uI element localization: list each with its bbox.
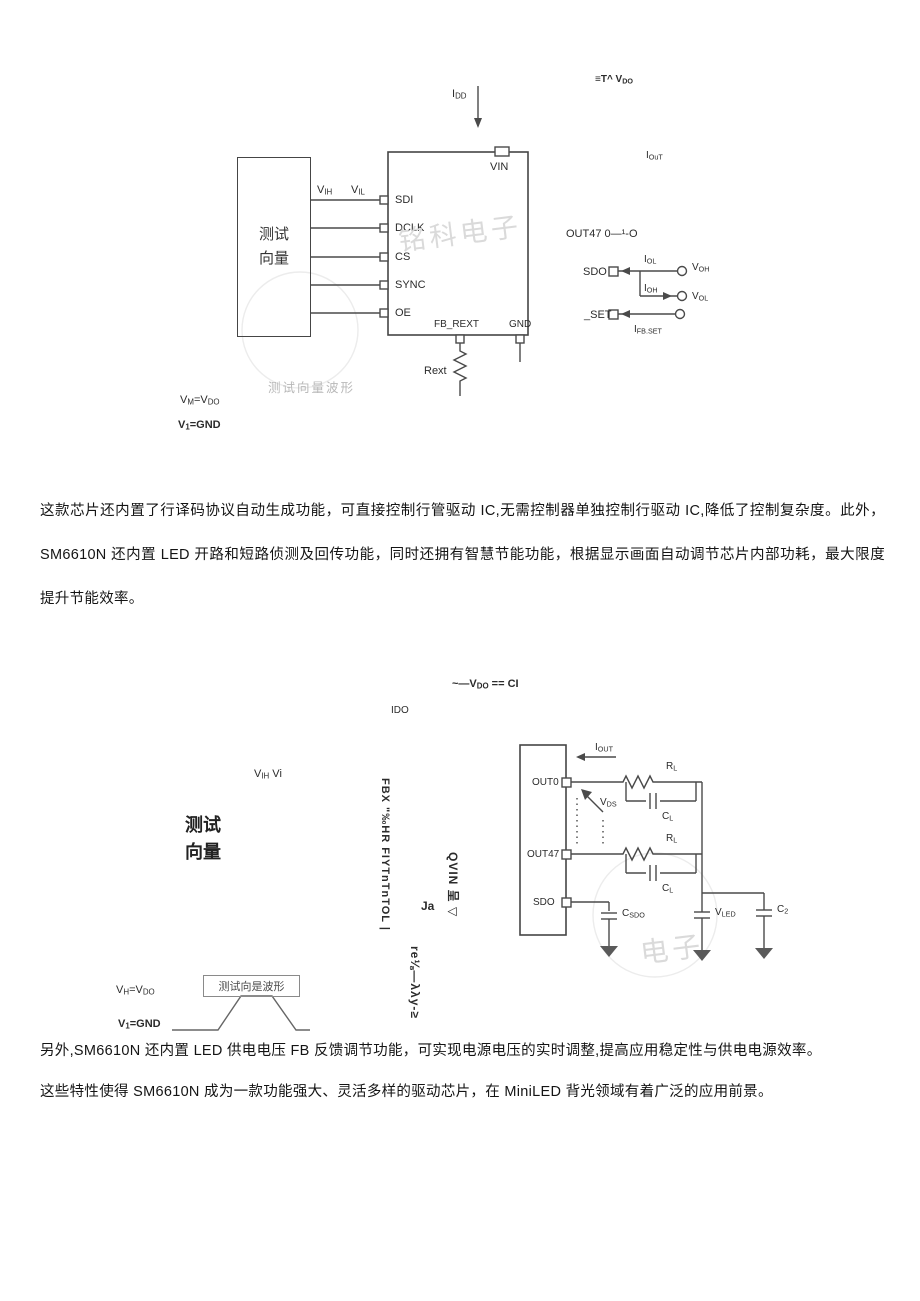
gnd-pin-label: GND: [509, 319, 532, 330]
vm-vdo-label: VM=VDO: [180, 394, 220, 407]
vertical-text-re: re⅛—λλy-≥: [408, 946, 422, 1019]
set-pin-label: _SET: [584, 309, 612, 321]
paragraph-3: 这些特性使得 SM6610N 成为一款功能强大、灵活多样的驱动芯片，在 Mini…: [40, 1084, 773, 1100]
test-vector-line1: 测试: [258, 226, 289, 243]
iout-label-d1: IOuT: [646, 150, 663, 162]
v1-gnd-label-d2: V1=GND: [118, 1018, 161, 1031]
out47-rc-network: [571, 846, 702, 881]
set-load-network: [608, 308, 686, 320]
ioh-label: IOH: [644, 283, 658, 295]
test-vector-box: 测试 向量: [237, 157, 311, 337]
brand-watermark: 铭科电子: [396, 211, 524, 257]
v1-gnd-label-d1: V1=GND: [178, 419, 221, 432]
ifb-set-label: IFB.SET: [634, 324, 662, 336]
vil-label: VIL: [351, 184, 365, 197]
cl-label-2: CL: [662, 883, 674, 895]
brand-watermark-2: 电子: [638, 930, 706, 969]
waveform-watermark: 测试向量波形: [268, 381, 356, 395]
vled-label: VLED: [715, 907, 736, 919]
rext-label: Rext: [424, 365, 447, 377]
rext-resistor: [452, 343, 468, 396]
out0-pin-label: OUT0: [532, 777, 559, 788]
chip2-pins: [561, 777, 572, 908]
pin-label-cs: CS: [395, 251, 411, 263]
iout-label-d2: IOUT: [595, 742, 613, 754]
c2-branch: [702, 892, 773, 959]
pin-label-sdi: SDI: [395, 194, 414, 206]
ja-label: Ja: [421, 899, 435, 913]
voh-label: VOH: [692, 262, 710, 274]
vin-notch: [494, 146, 510, 157]
rl-label-2: RL: [666, 833, 678, 845]
idd-label: IDD: [452, 88, 467, 101]
vertical-text-fbx: FBX "‰HR FIYTnTnTOL |: [379, 778, 391, 931]
idd-arrow: [474, 86, 482, 128]
test-vector2-line1: 测试: [185, 815, 221, 835]
sdo-pin-label-d2: SDO: [533, 897, 555, 908]
test-waveform: [172, 995, 310, 1031]
vol-label: VOL: [692, 291, 709, 303]
vds-label: VDS: [600, 797, 617, 809]
fb-rext-pin-label: FB_REXT: [434, 319, 480, 330]
vih-label: VIH: [317, 184, 333, 197]
input-pins: [311, 195, 389, 318]
out47-line-label: OUT47 0—¹-O: [566, 228, 638, 240]
test-vector-line2: 向量: [258, 250, 289, 267]
cl-label-1: CL: [662, 811, 674, 823]
pin-label-dclk: DCLK: [395, 222, 425, 234]
vih-vi-label: VIH Vi: [254, 768, 282, 781]
sdo-pin-label-d1: SDO: [583, 266, 607, 278]
pin-label-oe: OE: [395, 307, 411, 319]
test-vector-text-2: 测试 向量: [185, 812, 221, 866]
pin-label-sync: SYNC: [395, 279, 426, 291]
vertical-text-qvin: QVIN 呈 ▽: [446, 852, 460, 918]
vh-vdo-label: VH=VDO: [116, 984, 155, 997]
test-vector2-line2: 向量: [185, 842, 221, 862]
csdo-branch: [571, 901, 618, 957]
out47-pin-label: OUT47: [527, 849, 560, 860]
test-waveform-label-box: 测试向是波形: [203, 975, 300, 997]
diagram1-top-right-label: ≡T^ VDO: [595, 74, 634, 86]
ido-label: IDO: [391, 705, 409, 716]
vin-pin-label: VIN: [490, 161, 509, 173]
test-waveform-label: 测试向是波形: [218, 981, 285, 993]
paragraph-1: 这款芯片还内置了行译码协议自动生成功能，可直接控制行管驱动 IC,无需控制器单独…: [40, 503, 885, 607]
out0-rc-network: [571, 774, 702, 809]
iout-arrow: [576, 753, 616, 761]
csdo-label: CSDO: [622, 908, 645, 920]
paragraph-2: 另外,SM6610N 还内置 LED 供电电压 FB 反馈调节功能，可实现电源电…: [40, 1043, 822, 1059]
rl-label-1: RL: [666, 761, 678, 773]
bottom-pins: [455, 334, 525, 362]
iol-label: IOL: [644, 254, 657, 266]
c2-label: C2: [777, 904, 789, 916]
diagram2-top-label: ~—VDO == CI: [452, 678, 519, 691]
